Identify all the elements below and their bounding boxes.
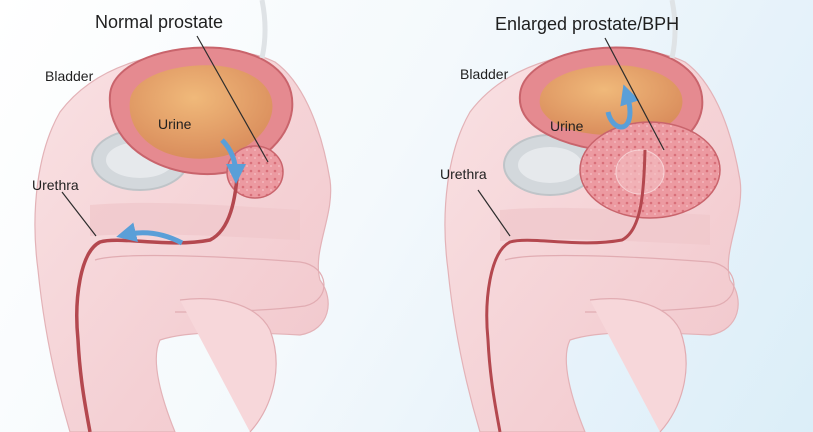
left-urine-label: Urine: [158, 116, 191, 132]
right-title: Enlarged prostate/BPH: [495, 14, 679, 35]
right-anatomy: [445, 0, 741, 432]
left-bladder-label: Bladder: [45, 68, 93, 84]
right-urine-label: Urine: [550, 118, 583, 134]
right-urethra-label: Urethra: [440, 166, 487, 182]
right-bladder-label: Bladder: [460, 66, 508, 82]
left-anatomy: [35, 0, 331, 432]
left-title: Normal prostate: [95, 12, 223, 33]
left-urethra-label: Urethra: [32, 177, 79, 193]
